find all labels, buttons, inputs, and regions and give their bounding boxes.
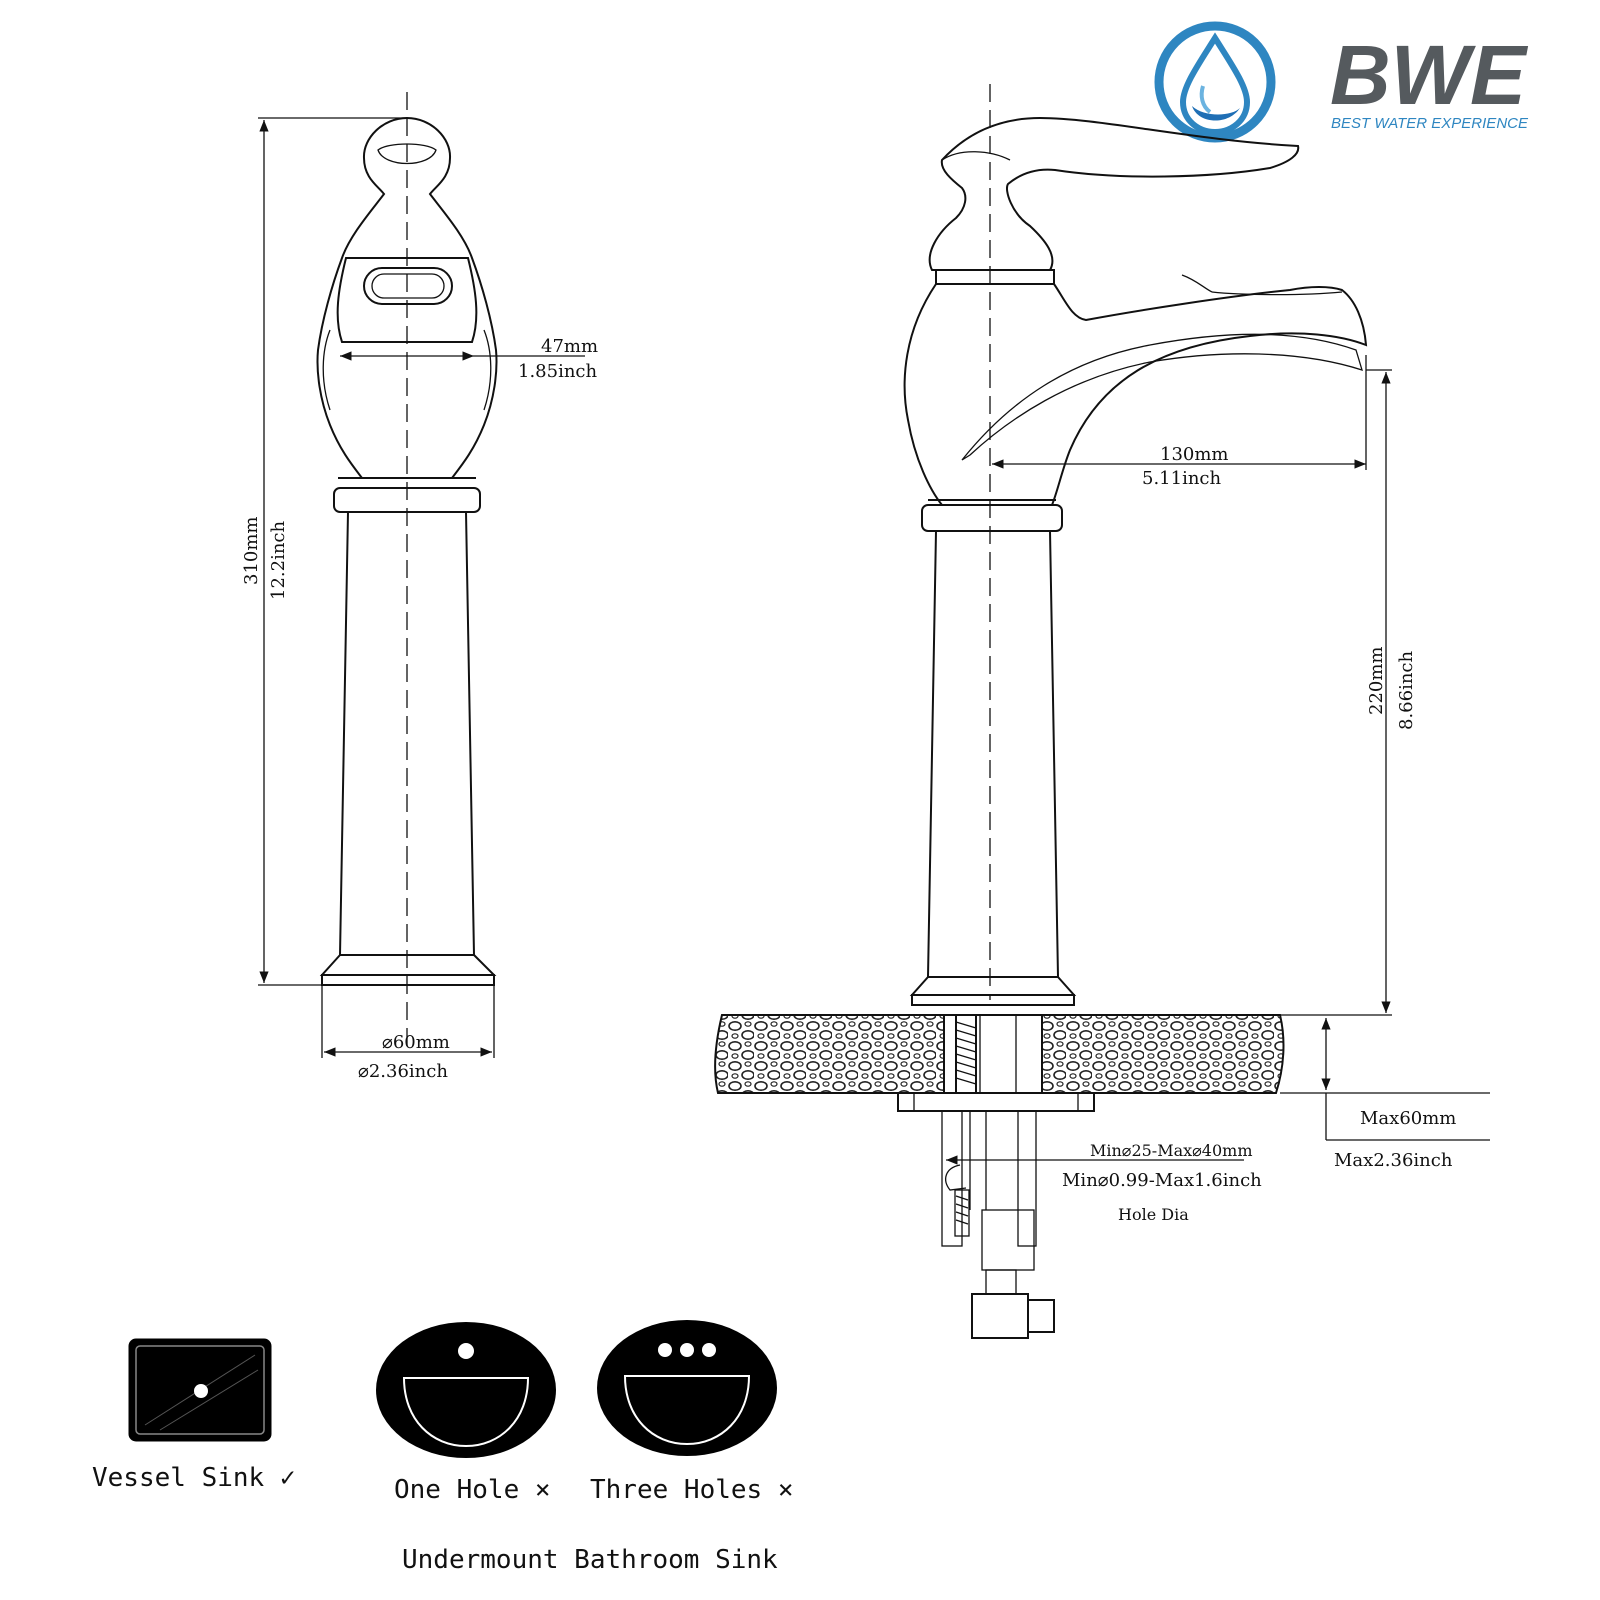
front-collar — [333, 487, 481, 513]
undermount-label: Undermount Bathroom Sink — [402, 1545, 778, 1575]
front-base — [321, 974, 495, 986]
spout-height-in: 8.66inch — [1396, 650, 1417, 730]
brand-logo: BWE BEST WATER EXPERIENCE — [1154, 21, 1529, 143]
supply-hose-left — [941, 1110, 963, 1247]
supply-hose-right — [1017, 1110, 1037, 1247]
brand-tagline: BEST WATER EXPERIENCE — [1331, 115, 1529, 132]
handle-width-in: 1.85inch — [518, 361, 598, 382]
front-handle-outline-left — [316, 117, 408, 479]
side-body-bulb-left — [903, 283, 943, 506]
one-hole-sink-icon — [376, 1322, 556, 1458]
front-lever-slot — [363, 267, 453, 305]
vessel-sink-icon — [128, 1338, 272, 1442]
hose-nut-right — [1027, 1299, 1055, 1333]
hole-diameter-in: Min⌀0.99-Max1.6inch — [1062, 1170, 1262, 1191]
three-holes-sink-icon — [597, 1320, 777, 1456]
three-holes-label: Three Holes × — [590, 1475, 794, 1505]
water-drop-icon — [1179, 32, 1251, 136]
spout-height-mm: 220mm — [1366, 647, 1387, 716]
side-base — [911, 994, 1075, 1006]
countertop-left — [714, 1014, 945, 1094]
side-view: 130mm 5.11inch 220mm 8.66inch Max60mm Ma… — [714, 84, 1490, 1339]
vessel-sink-label: Vessel Sink ✓ — [92, 1463, 296, 1493]
handle-width-mm: 47mm — [541, 336, 598, 357]
brand-name: BWE — [1330, 28, 1529, 122]
front-view: 47mm 1.85inch 310mm 12.2inch ⌀60mm ⌀2.36… — [241, 92, 598, 1082]
side-body — [926, 530, 1060, 978]
hose-nut-left — [971, 1293, 1029, 1339]
total-height-mm: 310mm — [241, 517, 262, 586]
base-diameter-mm: ⌀60mm — [382, 1032, 450, 1053]
side-spout — [1051, 283, 1368, 506]
spout-reach-mm: 130mm — [1160, 444, 1229, 465]
mounting-plate — [897, 1092, 1095, 1112]
deck-thickness-mm: Max60mm — [1360, 1108, 1456, 1129]
side-handle-lever — [928, 116, 1300, 271]
one-hole-label: One Hole × — [394, 1475, 551, 1505]
countertop-right — [1041, 1014, 1285, 1094]
hole-diameter-mm: Min⌀25-Max⌀40mm — [1090, 1141, 1252, 1160]
hole-diameter-label: Hole Dia — [1118, 1205, 1189, 1224]
side-collar — [921, 504, 1063, 532]
deck-thickness-in: Max2.36inch — [1334, 1150, 1453, 1171]
total-height-in: 12.2inch — [268, 520, 289, 600]
front-body — [338, 511, 476, 956]
base-diameter-in: ⌀2.36inch — [358, 1061, 448, 1082]
front-handle-outline-right — [406, 117, 498, 479]
spout-reach-in: 5.11inch — [1142, 468, 1222, 489]
sink-types: Vessel Sink ✓ One Hole × Three Holes × U… — [92, 1320, 794, 1575]
front-lever-plate — [336, 257, 478, 343]
